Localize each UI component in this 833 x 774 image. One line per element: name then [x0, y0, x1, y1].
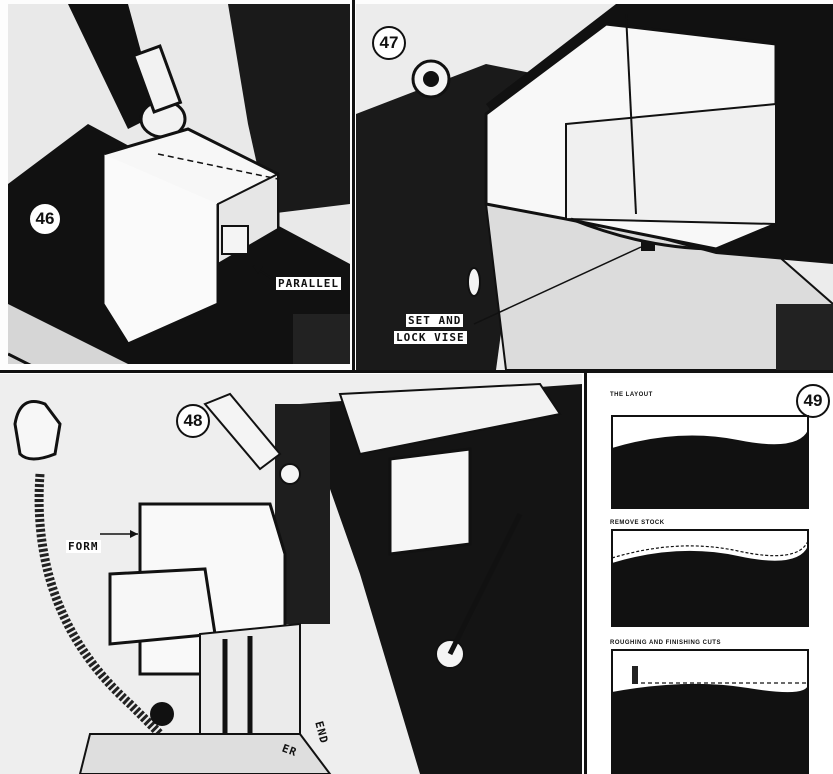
- figure-46-panel: 46 PARALLEL: [8, 4, 350, 364]
- figure-49-panel: 49 THE LAYOUT REMOVE STOCK ROUGHING AND …: [588, 378, 833, 774]
- horizontal-divider: [0, 370, 833, 373]
- figure-48-illustration: [0, 374, 582, 774]
- form-label: FORM: [66, 540, 101, 553]
- figure-47-number: 47: [372, 26, 406, 60]
- fig49-step-3-label: ROUGHING AND FINISHING CUTS: [610, 640, 721, 646]
- figure-48-number: 48: [176, 404, 210, 438]
- figure-46-number: 46: [28, 202, 62, 236]
- parallel-label: PARALLEL: [276, 277, 341, 290]
- figure-49-illustration: [588, 378, 833, 774]
- lock-vise-label: LOCK VISE: [394, 331, 467, 344]
- vertical-divider-top: [352, 0, 355, 372]
- fig49-step-2-label: REMOVE STOCK: [610, 520, 665, 526]
- set-and-label: SET AND: [406, 314, 463, 327]
- figure-47-panel: 47 SET AND LOCK VISE: [356, 4, 833, 370]
- figure-48-panel: 48 FORM END ER: [0, 374, 582, 774]
- vertical-divider-bottom: [584, 372, 587, 774]
- figure-46-illustration: [8, 4, 350, 364]
